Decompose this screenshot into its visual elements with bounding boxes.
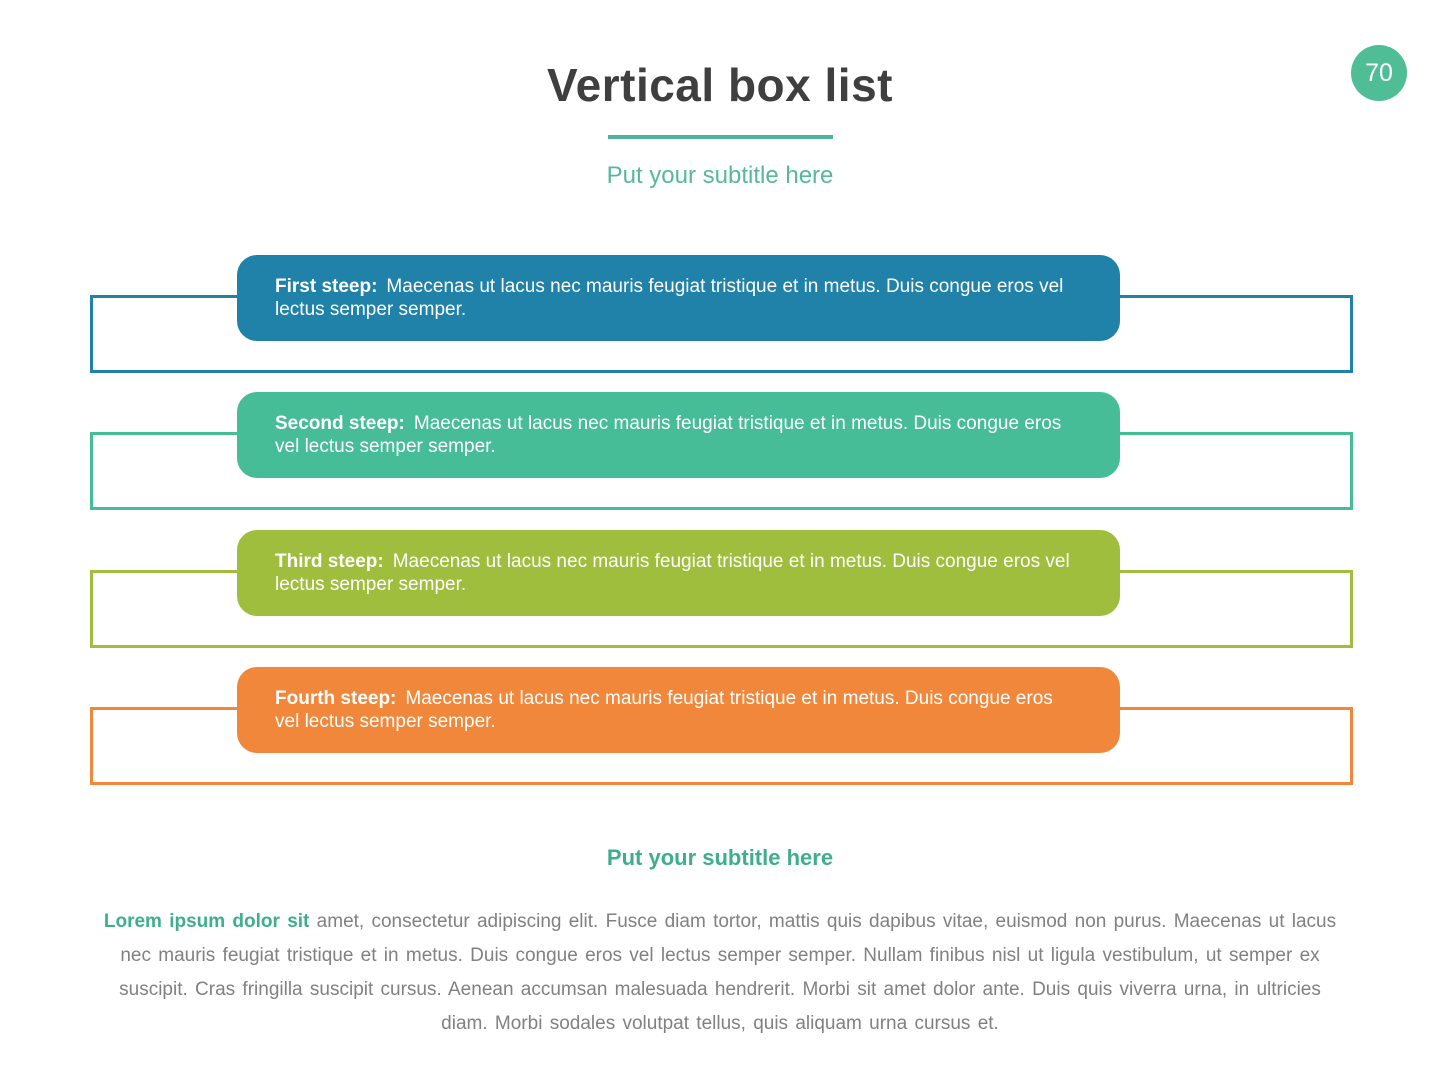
box-row-first: First steep:Maecenas ut lacus nec mauris…: [90, 255, 1353, 375]
title-divider: [608, 135, 833, 139]
box-row-second: Second steep:Maecenas ut lacus nec mauri…: [90, 392, 1353, 512]
page-number-badge: 70: [1351, 45, 1407, 101]
box-text: First steep:Maecenas ut lacus nec mauris…: [275, 275, 1076, 321]
box-body: Maecenas ut lacus nec mauris feugiat tri…: [275, 276, 1064, 320]
filled-box: Fourth steep:Maecenas ut lacus nec mauri…: [237, 667, 1120, 753]
box-text: Third steep:Maecenas ut lacus nec mauris…: [275, 550, 1076, 596]
box-label: First steep:: [275, 276, 378, 297]
filled-box: First steep:Maecenas ut lacus nec mauris…: [237, 255, 1120, 341]
footer-subtitle: Put your subtitle here: [606, 845, 834, 870]
page-number: 70: [1365, 58, 1393, 87]
box-label: Second steep:: [275, 413, 405, 434]
filled-box: Third steep:Maecenas ut lacus nec mauris…: [237, 530, 1120, 616]
box-text: Second steep:Maecenas ut lacus nec mauri…: [275, 412, 1076, 458]
box-row-third: Third steep:Maecenas ut lacus nec mauris…: [90, 530, 1353, 650]
filled-box: Second steep:Maecenas ut lacus nec mauri…: [237, 392, 1120, 478]
box-body: Maecenas ut lacus nec mauris feugiat tri…: [275, 551, 1070, 595]
box-body: Maecenas ut lacus nec mauris feugiat tri…: [275, 413, 1062, 457]
box-row-fourth: Fourth steep:Maecenas ut lacus nec mauri…: [90, 667, 1353, 787]
slide-title: Vertical box list: [547, 59, 893, 111]
box-label: Fourth steep:: [275, 688, 397, 709]
box-text: Fourth steep:Maecenas ut lacus nec mauri…: [275, 687, 1076, 733]
box-label: Third steep:: [275, 551, 384, 572]
paragraph-lead: Lorem ipsum dolor sit: [103, 911, 310, 932]
footer-paragraph: Lorem ipsum dolor sit amet, consectetur …: [100, 905, 1340, 1041]
box-body: Maecenas ut lacus nec mauris feugiat tri…: [275, 688, 1053, 732]
paragraph-body: amet, consectetur adipiscing elit. Fusce…: [119, 911, 1337, 1034]
slide-subtitle: Put your subtitle here: [606, 162, 834, 189]
